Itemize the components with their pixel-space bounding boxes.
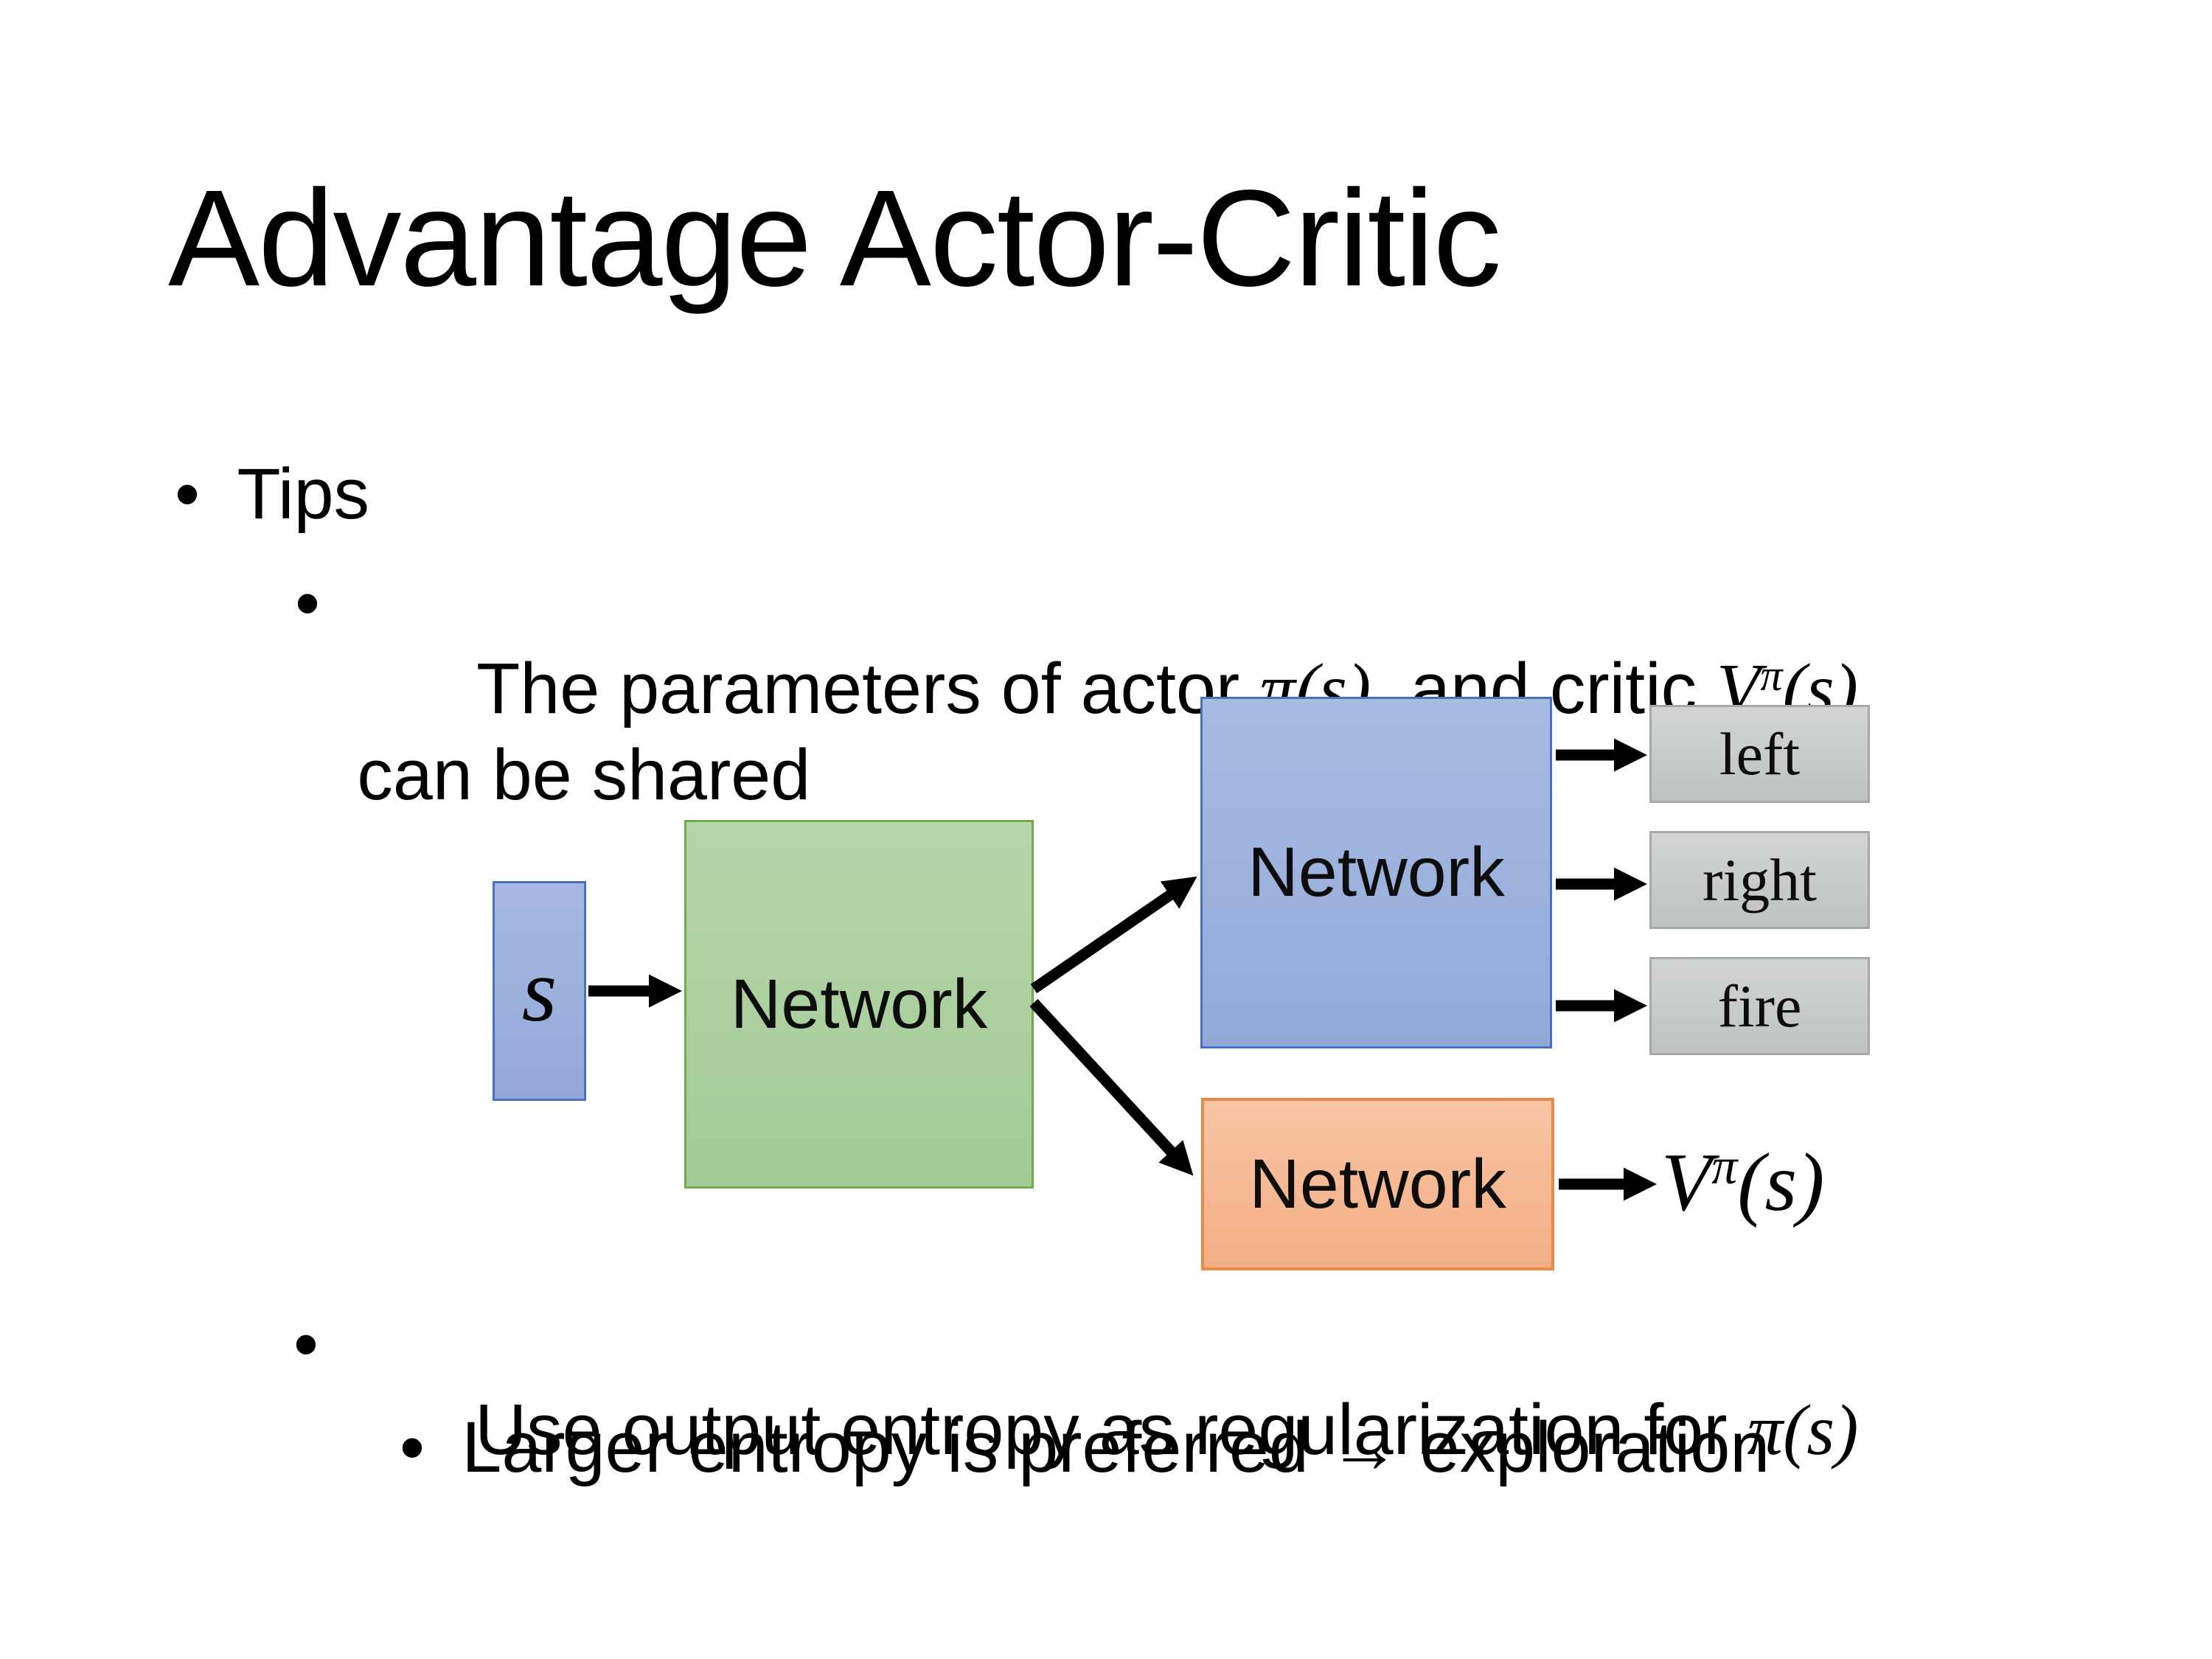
entropy-pre-text: Use output entropy as regularization for xyxy=(475,1389,1747,1470)
actor-network-label: Network xyxy=(1248,833,1505,911)
bullet-row-exploration: • Larger entropy is preferred → explorat… xyxy=(400,1405,1770,1490)
action-right-label: right xyxy=(1703,846,1817,914)
parameters-line2-text: can be shared xyxy=(357,734,811,815)
actor-network-box: Network xyxy=(1200,697,1552,1048)
bullet-row-entropy: • Use output entropy as regularization f… xyxy=(293,1301,1858,1559)
value-output-label: Vπ(s) xyxy=(1661,1141,1824,1224)
shared-network-label: Network xyxy=(730,964,988,1043)
entropy-text: Use output entropy as regularization for… xyxy=(355,1301,1858,1559)
critic-network-label: Network xyxy=(1249,1144,1506,1223)
bullet-row-tips: • Tips xyxy=(175,451,369,537)
arrow-shared-to-critic xyxy=(1029,998,1194,1176)
page-title: Advantage Actor-Critic xyxy=(168,162,1501,315)
critic-network-box: Network xyxy=(1201,1098,1554,1270)
tips-text: Tips xyxy=(237,453,370,534)
action-box-left: left xyxy=(1649,705,1870,803)
action-box-fire: fire xyxy=(1649,957,1870,1055)
critic-v-sup: π xyxy=(1760,650,1783,700)
parameters-pre-text: The parameters of actor xyxy=(476,648,1260,728)
value-sup: π xyxy=(1711,1138,1738,1195)
action-left-label: left xyxy=(1719,720,1801,787)
bullet-dot-icon: • xyxy=(400,1407,425,1487)
action-fire-label: fire xyxy=(1717,972,1802,1040)
bullet-dot-icon: • xyxy=(295,563,320,643)
parameters-text: The parameters of actor π(s) and critic … xyxy=(357,560,1857,989)
action-box-right: right xyxy=(1649,831,1870,929)
entropy-pi-math: π(s) xyxy=(1747,1391,1859,1470)
state-box: s xyxy=(493,881,586,1101)
bullet-row-parameters: • The parameters of actor π(s) and criti… xyxy=(295,560,1858,989)
shared-network-box: Network xyxy=(684,820,1034,1189)
bullet-dot-icon: • xyxy=(293,1304,319,1384)
exploration-text: Larger entropy is preferred → exploratio… xyxy=(462,1407,1770,1487)
value-base: V xyxy=(1661,1137,1712,1228)
value-arg: (s) xyxy=(1737,1137,1825,1228)
state-label: s xyxy=(521,941,557,1040)
bullet-dot-icon: • xyxy=(175,453,200,534)
